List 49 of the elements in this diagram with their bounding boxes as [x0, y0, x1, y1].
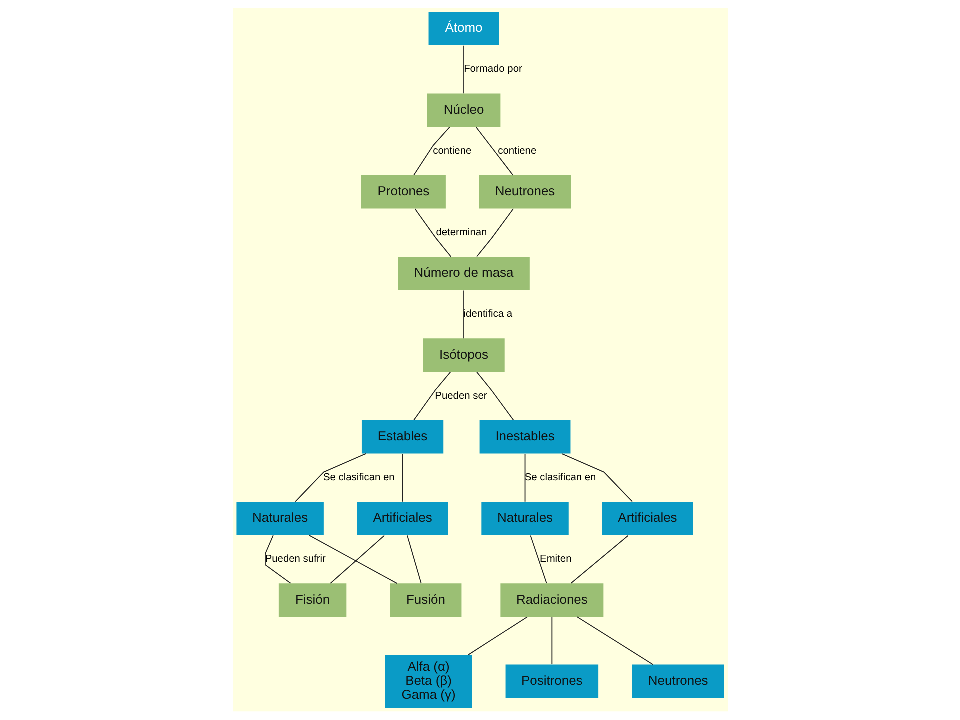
connector	[414, 208, 452, 258]
edge-label: identifica a	[463, 309, 512, 320]
node-box: Inestables	[479, 420, 570, 454]
connector	[576, 616, 654, 666]
node-box: Naturales	[481, 502, 568, 536]
edge-label: contiene	[432, 146, 472, 157]
node-box: Núcleo	[426, 94, 500, 128]
edge-label: determinan	[436, 227, 487, 238]
node-box: Estables	[361, 420, 444, 454]
connector	[463, 290, 464, 340]
connector	[294, 453, 366, 502]
node-box: Número de masa	[398, 257, 530, 290]
connector	[560, 453, 632, 502]
node-box: Neutrones	[478, 175, 571, 209]
connector	[468, 616, 528, 656]
connector	[402, 454, 403, 502]
node-box: Fisión	[278, 584, 346, 617]
connector	[530, 535, 547, 584]
connector	[551, 616, 552, 665]
connector	[476, 372, 514, 421]
node-box: Fusión	[390, 584, 462, 617]
connector	[524, 454, 526, 502]
node-box: Alfa (α) Beta (β) Gama (γ)	[384, 655, 472, 708]
edge-label: contiene	[498, 146, 536, 157]
node-box: Radiaciones	[500, 584, 604, 617]
connector	[463, 45, 464, 94]
connector	[308, 535, 398, 584]
node-box: Artificiales	[356, 502, 448, 536]
node-box: Positrones	[505, 664, 598, 698]
connector	[570, 535, 628, 584]
connector	[413, 372, 451, 421]
node-box: Artificiales	[602, 502, 693, 536]
node-box: Protones	[361, 175, 446, 209]
connector	[406, 535, 422, 584]
edge-label: Se clasifican en	[323, 472, 394, 484]
connector	[475, 127, 514, 176]
edge-label: Se clasifican en	[524, 472, 596, 484]
connector	[330, 535, 385, 584]
connector	[264, 535, 291, 584]
edge-label: Formado por	[464, 64, 522, 76]
node-box: Isótopos	[422, 338, 504, 372]
connector	[476, 208, 514, 258]
node-box: Neutrones	[632, 664, 724, 698]
edge-label: Pueden sufrir	[264, 554, 326, 566]
connector	[413, 126, 450, 176]
node-box: Naturales	[236, 502, 324, 536]
edge-label: Emiten	[540, 554, 572, 566]
node-box: Átomo	[428, 12, 499, 46]
edge-label: Pueden ser	[434, 390, 487, 402]
